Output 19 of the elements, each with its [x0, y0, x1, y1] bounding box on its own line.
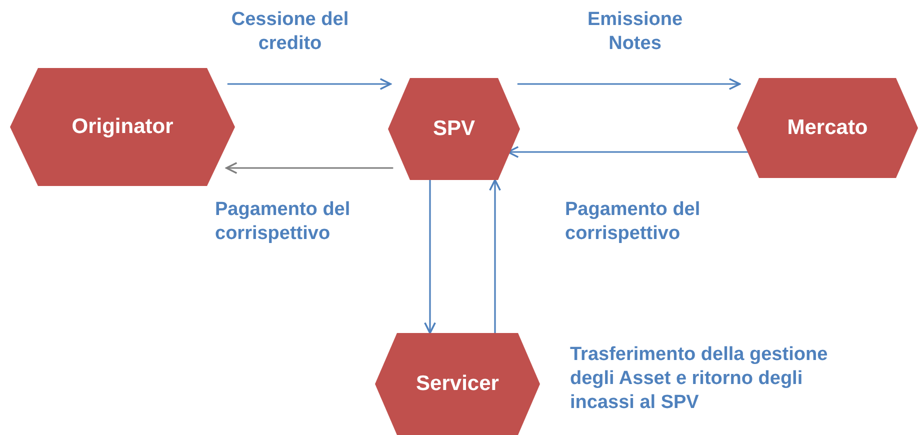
- edge-label: Pagamento del corrispettivo: [565, 198, 702, 246]
- node-label: SPV: [432, 117, 476, 141]
- arrow: [517, 78, 741, 90]
- arrow: [424, 180, 436, 334]
- node-label: Mercato: [787, 116, 868, 140]
- edge-label: Emissione Notes: [586, 8, 684, 56]
- node-label: Originator: [72, 115, 174, 139]
- arrow: [227, 78, 392, 90]
- arrow: [488, 179, 502, 333]
- arrow: [507, 146, 748, 158]
- hexagon-node: [737, 78, 918, 178]
- arrow: [226, 162, 394, 174]
- edge-label: Cessione del credito: [230, 8, 350, 56]
- edge-label: Pagamento del corrispettivo: [215, 198, 352, 246]
- hexagon-node: [388, 78, 520, 180]
- node-note: Trasferimento della gestione degli Asset e ritorno degli incassi al SPV: [570, 343, 829, 415]
- hexagon-node: [10, 68, 235, 186]
- hexagon-node: [375, 333, 540, 435]
- node-label: Servicer: [416, 372, 499, 396]
